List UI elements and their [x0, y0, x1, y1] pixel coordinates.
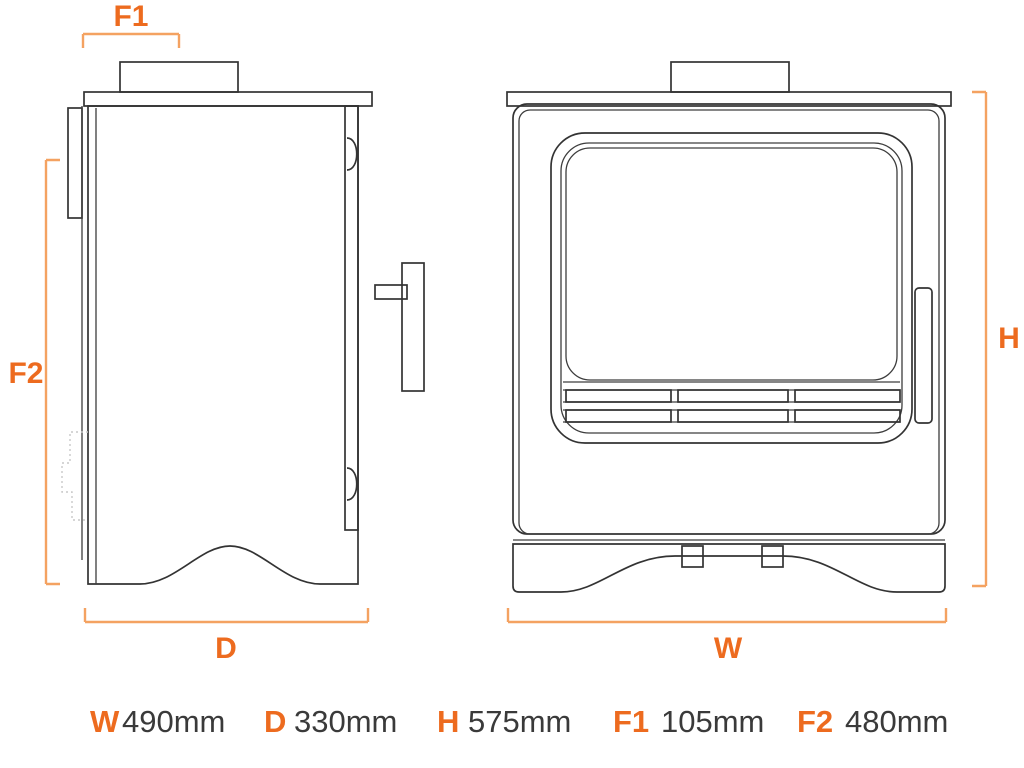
f1-dimension-line [81, 32, 181, 48]
spec-key-d: D [264, 704, 286, 739]
spec-value-f1: 105mm [661, 704, 764, 739]
w-dimension-label: W [714, 632, 743, 665]
spec-value-h: 575mm [468, 704, 571, 739]
door-edge-side [344, 105, 359, 531]
spec-value-f2: 480mm [845, 704, 948, 739]
stove-door-inner-front [560, 142, 903, 434]
stove-body-side [87, 105, 359, 585]
plinth-base-front [512, 543, 946, 593]
stove-door-front [550, 132, 913, 444]
door-handle-front [914, 287, 933, 424]
f2-dimension-line [44, 158, 60, 586]
air-wash-grille-front [563, 381, 901, 423]
base-foot-left [681, 545, 704, 568]
door-handle-bar-side [401, 262, 425, 392]
hidden-internal-step-side [61, 431, 88, 521]
grille-slot-3-1 [794, 389, 901, 403]
spec-key-f2: F2 [797, 704, 833, 739]
rear-heat-shield-side [67, 107, 83, 219]
w-dimension-line [506, 608, 948, 624]
flue-collar-side [119, 61, 239, 93]
f2-dimension-label: F2 [8, 357, 43, 390]
spec-value-w: 490mm [122, 704, 225, 739]
door-glass-front [565, 147, 898, 381]
grille-slot-3-2 [794, 409, 901, 423]
side-view-group: F1 F2 D [8, 0, 425, 665]
flue-collar-front [670, 61, 790, 93]
base-foot-right [761, 545, 784, 568]
stove-body-front [512, 103, 946, 535]
top-plate-side [83, 91, 373, 107]
grille-slot-1-2 [565, 409, 672, 423]
spec-value-d: 330mm [294, 704, 397, 739]
grille-slot-1-1 [565, 389, 672, 403]
door-handle-stem-side [374, 284, 408, 300]
h-dimension-label: H [998, 322, 1020, 355]
h-dimension-line [972, 90, 988, 588]
stove-body-inner-front [518, 109, 940, 535]
upper-hinge-side [346, 137, 358, 171]
f1-dimension-label: F1 [113, 0, 148, 33]
grille-slot-2-1 [677, 389, 789, 403]
spec-key-f1: F1 [613, 704, 649, 739]
d-dimension-label: D [215, 632, 237, 665]
spec-key-h: H [437, 704, 459, 739]
lower-hinge-side [346, 467, 358, 501]
top-plate-front [506, 91, 952, 107]
front-view-group: H W [506, 61, 1020, 665]
d-dimension-line [83, 608, 370, 624]
spec-row: W 490mm D 330mm H 575mm F1 105mm F2 480m… [90, 704, 948, 739]
grille-slot-2-2 [677, 409, 789, 423]
spec-key-w: W [90, 704, 120, 739]
